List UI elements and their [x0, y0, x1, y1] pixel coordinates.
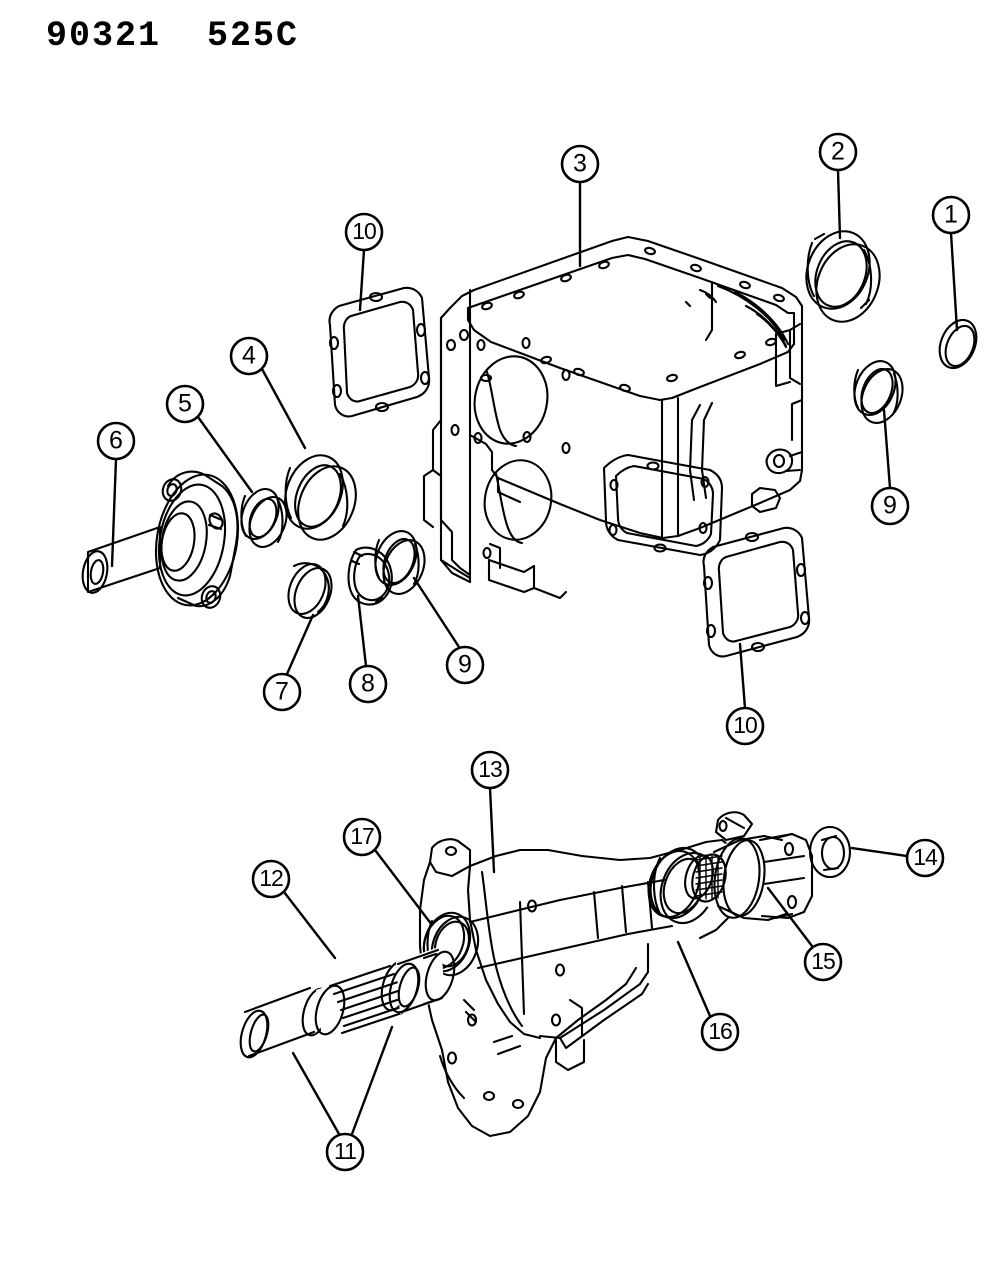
callout-9-side-label: 9: [883, 492, 897, 520]
leader-17: [373, 848, 434, 927]
callout-1[interactable]: 1: [931, 195, 971, 235]
part-extension-oil-seal: [647, 849, 701, 919]
leader-5: [196, 415, 254, 494]
part-oil-seal-retainer: [240, 488, 288, 548]
callout-10[interactable]: 10: [344, 212, 384, 252]
part-expansion-plug: [287, 562, 333, 619]
callout-4[interactable]: 4: [229, 336, 269, 376]
callout-3[interactable]: 3: [560, 144, 600, 184]
callout-8-label: 8: [361, 670, 375, 698]
callout-3-label: 3: [573, 150, 587, 178]
part-seal-washer: [808, 825, 852, 879]
callout-1-label: 1: [944, 201, 958, 229]
callout-9-label: 9: [458, 651, 472, 679]
callout-5-label: 5: [178, 390, 192, 418]
callout-13[interactable]: 13: [470, 750, 510, 790]
leader-2: [836, 168, 842, 240]
callout-17[interactable]: 17: [342, 817, 382, 857]
callout-9-side[interactable]: 9: [870, 486, 910, 526]
callout-15-label: 15: [811, 948, 835, 974]
leader-lines: [110, 168, 959, 1136]
leader-8: [356, 594, 368, 668]
leader-12: [282, 890, 337, 960]
callout-8[interactable]: 8: [348, 664, 388, 704]
callout-5[interactable]: 5: [165, 384, 205, 424]
callout-6[interactable]: 6: [96, 421, 136, 461]
leader-9b: [882, 408, 892, 490]
part-extension-housing: [418, 836, 738, 1138]
callout-14[interactable]: 14: [905, 838, 945, 878]
leader-16: [676, 940, 712, 1018]
callout-2[interactable]: 2: [818, 132, 858, 172]
callout-11[interactable]: 11: [325, 1132, 365, 1172]
leader-11a: [291, 1051, 341, 1136]
leader-7: [285, 613, 315, 676]
callout-16[interactable]: 16: [700, 1012, 740, 1052]
leader-14: [850, 846, 909, 858]
callout-7-label: 7: [275, 678, 289, 706]
part-cover-gasket-lower: [702, 526, 811, 658]
callout-10-lower-label: 10: [733, 712, 757, 738]
part-transmission-case: [422, 235, 804, 618]
part-bearing-cup-race: [805, 230, 881, 323]
page-title: 90321 525C: [46, 16, 300, 56]
leader-10: [358, 248, 366, 312]
callout-4-label: 4: [242, 342, 256, 370]
leader-9: [412, 576, 461, 649]
callout-6-label: 6: [109, 427, 123, 455]
leader-10b: [738, 642, 747, 710]
callout-10-lower[interactable]: 10: [725, 706, 765, 746]
leader-13: [488, 786, 496, 874]
part-bearing-cup-front: [284, 454, 357, 541]
callout-16-label: 16: [708, 1018, 732, 1044]
callout-14-label: 14: [913, 844, 938, 870]
callout-11-label: 11: [334, 1138, 356, 1164]
part-shim-washer: [938, 318, 978, 370]
leader-11b: [350, 1025, 394, 1136]
part-snap-ring: [347, 546, 393, 606]
part-bearing-cup-side: [853, 360, 904, 424]
callout-15[interactable]: 15: [803, 942, 843, 982]
part-bushing-assembly: [239, 948, 456, 1059]
callout-12[interactable]: 12: [251, 859, 291, 899]
leader-4: [260, 367, 307, 450]
leader-15: [766, 886, 814, 948]
callout-7[interactable]: 7: [262, 672, 302, 712]
leader-6: [110, 457, 118, 568]
callout-12-label: 12: [259, 865, 283, 891]
leader-1: [949, 231, 959, 332]
part-cover-gasket-upper: [328, 286, 431, 418]
callout-10-label: 10: [352, 218, 376, 244]
callout-group: 1 2 3 4 5 6: [96, 132, 971, 1172]
part-input-shaft-bearing-retainer: [81, 470, 240, 609]
callout-13-label: 13: [478, 756, 502, 782]
callout-9[interactable]: 9: [445, 645, 485, 685]
callout-2-label: 2: [831, 138, 845, 166]
callout-17-label: 17: [350, 823, 374, 849]
